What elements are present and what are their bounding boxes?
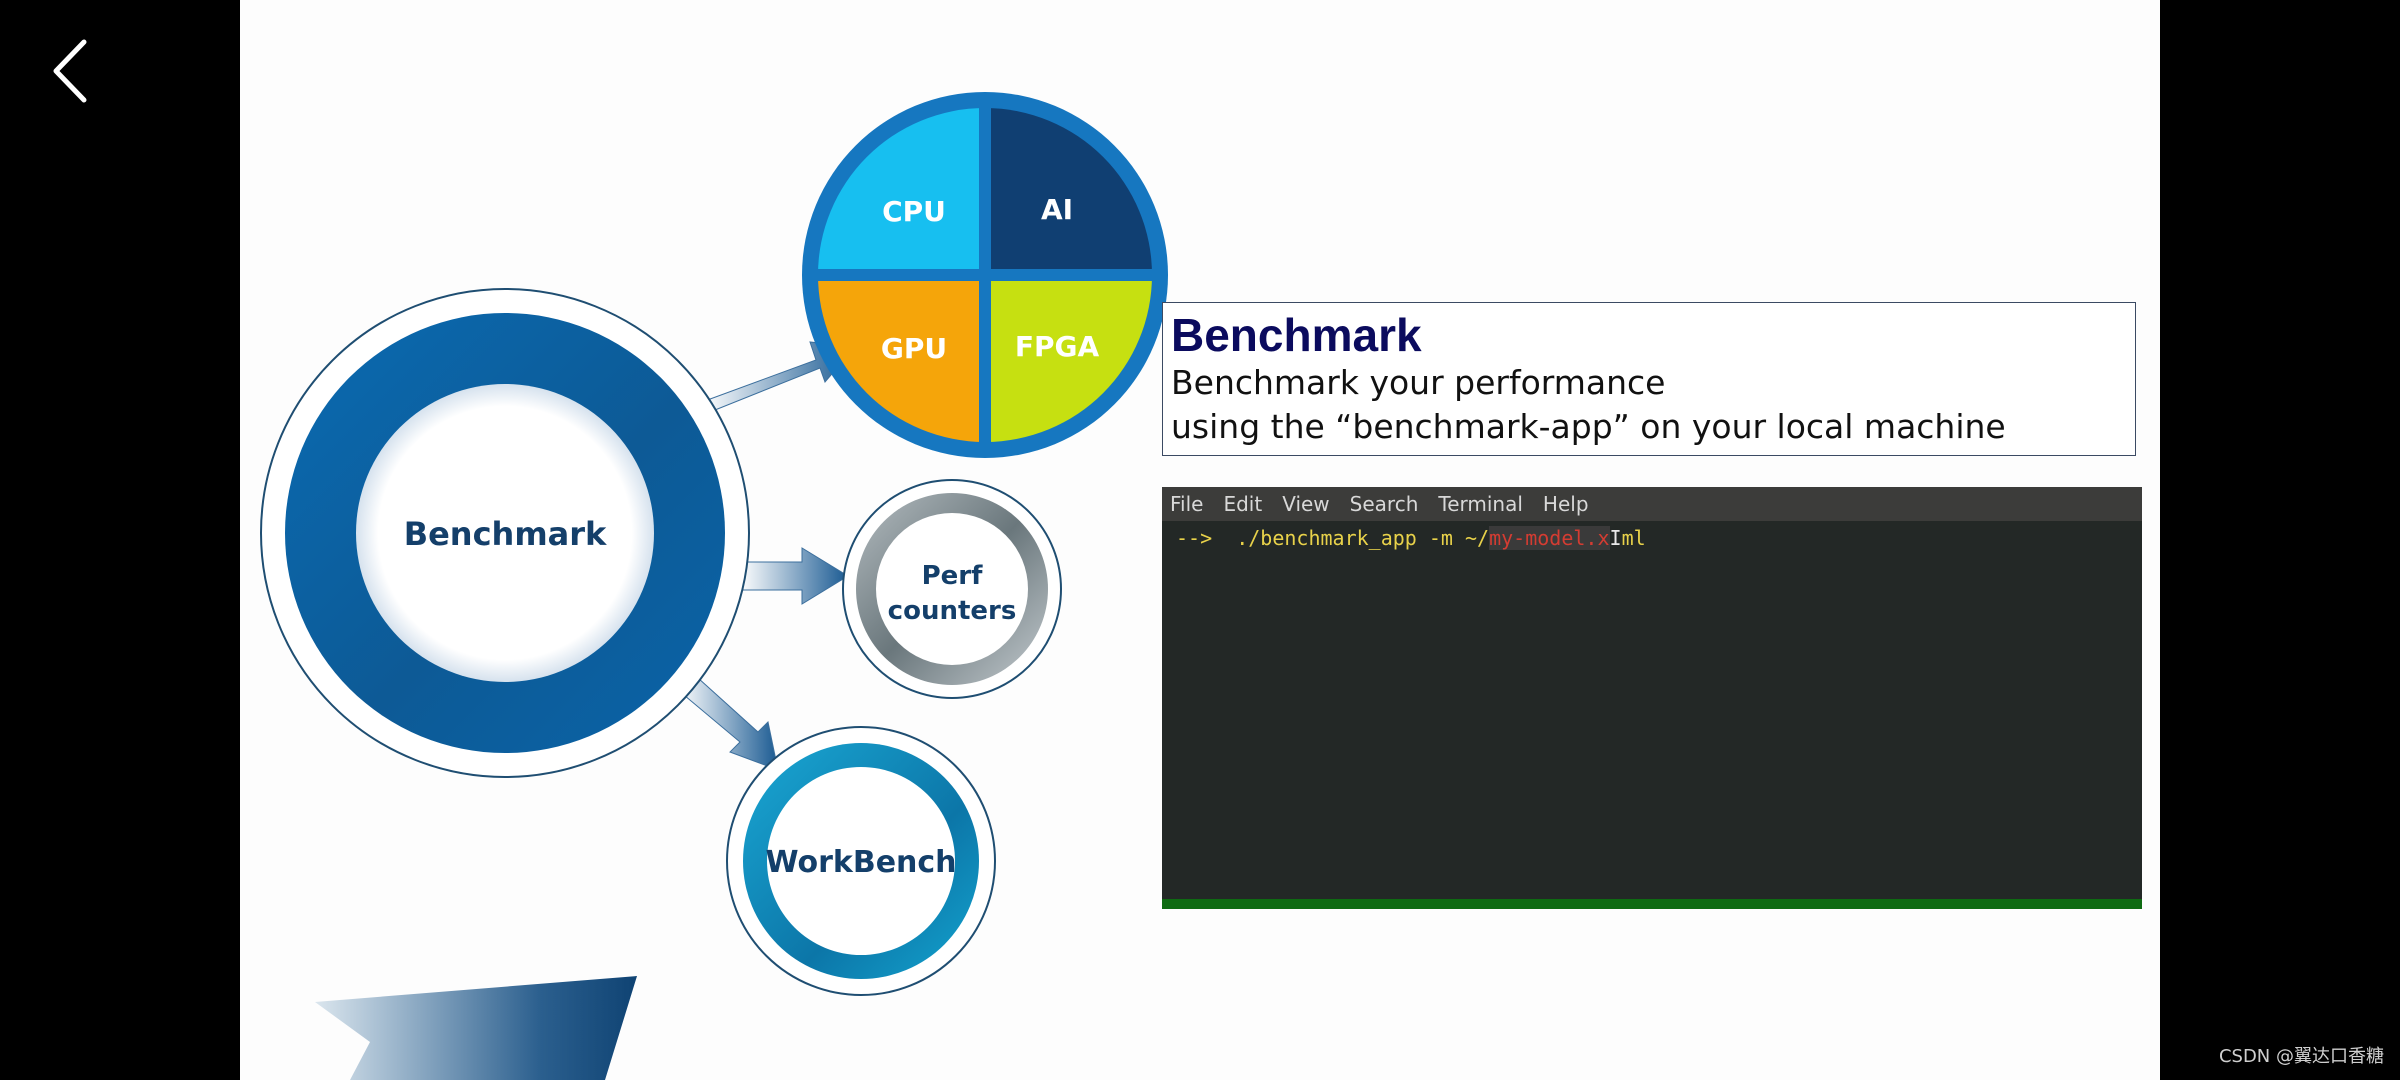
menu-item-view[interactable]: View bbox=[1282, 492, 1330, 516]
benchmark-diagram: Benchmark CPU AI GPU FPGA Perf counters bbox=[260, 92, 1168, 1080]
terminal-selected-text: my-model.x bbox=[1489, 526, 1610, 550]
arrow-to-workbench bbox=[677, 677, 779, 771]
menu-item-edit[interactable]: Edit bbox=[1223, 492, 1263, 516]
quadrant-ai-label: AI bbox=[1041, 193, 1073, 226]
slide: Benchmark CPU AI GPU FPGA Perf counters bbox=[240, 0, 2160, 1080]
quadrant-gpu bbox=[818, 275, 985, 442]
menu-item-help[interactable]: Help bbox=[1542, 492, 1589, 516]
decorative-chevron bbox=[315, 976, 637, 1080]
terminal-window[interactable]: File Edit View Search Terminal Help --> … bbox=[1162, 487, 2142, 909]
perf-counters-label-line2: counters bbox=[888, 596, 1017, 626]
chevron-left-icon bbox=[53, 39, 87, 103]
menu-item-terminal[interactable]: Terminal bbox=[1438, 492, 1523, 516]
info-title: Benchmark bbox=[1171, 309, 1422, 361]
benchmark-circle: Benchmark bbox=[260, 288, 750, 778]
terminal-prompt: --> bbox=[1176, 526, 1213, 550]
quadrant-ai bbox=[985, 108, 1152, 275]
menu-item-file[interactable]: File bbox=[1170, 492, 1204, 516]
quadrant-cpu-label: CPU bbox=[882, 195, 946, 228]
terminal-output[interactable]: --> ./benchmark_app -m ~/my-model.xIml bbox=[1162, 521, 2142, 551]
terminal-command: ./benchmark_app -m ~/ bbox=[1236, 526, 1490, 550]
workbench-circle: WorkBench bbox=[726, 726, 996, 996]
info-line-1: Benchmark your performance bbox=[1171, 363, 1666, 402]
text-cursor-icon: I bbox=[1609, 526, 1622, 550]
terminal-menu-bar: File Edit View Search Terminal Help bbox=[1162, 487, 2142, 521]
back-button[interactable] bbox=[40, 36, 100, 106]
processor-quadrant-circle: CPU AI GPU FPGA bbox=[802, 92, 1168, 458]
arrow-to-perf-counters bbox=[739, 547, 849, 605]
terminal-status-bar bbox=[1162, 899, 2142, 909]
workbench-label: WorkBench bbox=[765, 845, 956, 880]
quadrant-gpu-label: GPU bbox=[881, 332, 947, 365]
watermark: CSDN @翼达口香糖 bbox=[2218, 1046, 2384, 1067]
perf-counters-circle: Perf counters bbox=[842, 479, 1062, 699]
benchmark-info-box: Benchmark Benchmark your performance usi… bbox=[1162, 302, 2136, 456]
menu-item-search[interactable]: Search bbox=[1349, 492, 1419, 516]
perf-counters-label-line1: Perf bbox=[922, 561, 984, 591]
benchmark-circle-label: Benchmark bbox=[404, 515, 607, 553]
quadrant-fpga-label: FPGA bbox=[1015, 330, 1100, 363]
info-line-2: using the “benchmark-app” on your local … bbox=[1171, 407, 2006, 446]
terminal-command-rest: ml bbox=[1621, 526, 1646, 550]
quadrant-cpu bbox=[818, 108, 985, 275]
quadrant-fpga bbox=[985, 275, 1152, 442]
